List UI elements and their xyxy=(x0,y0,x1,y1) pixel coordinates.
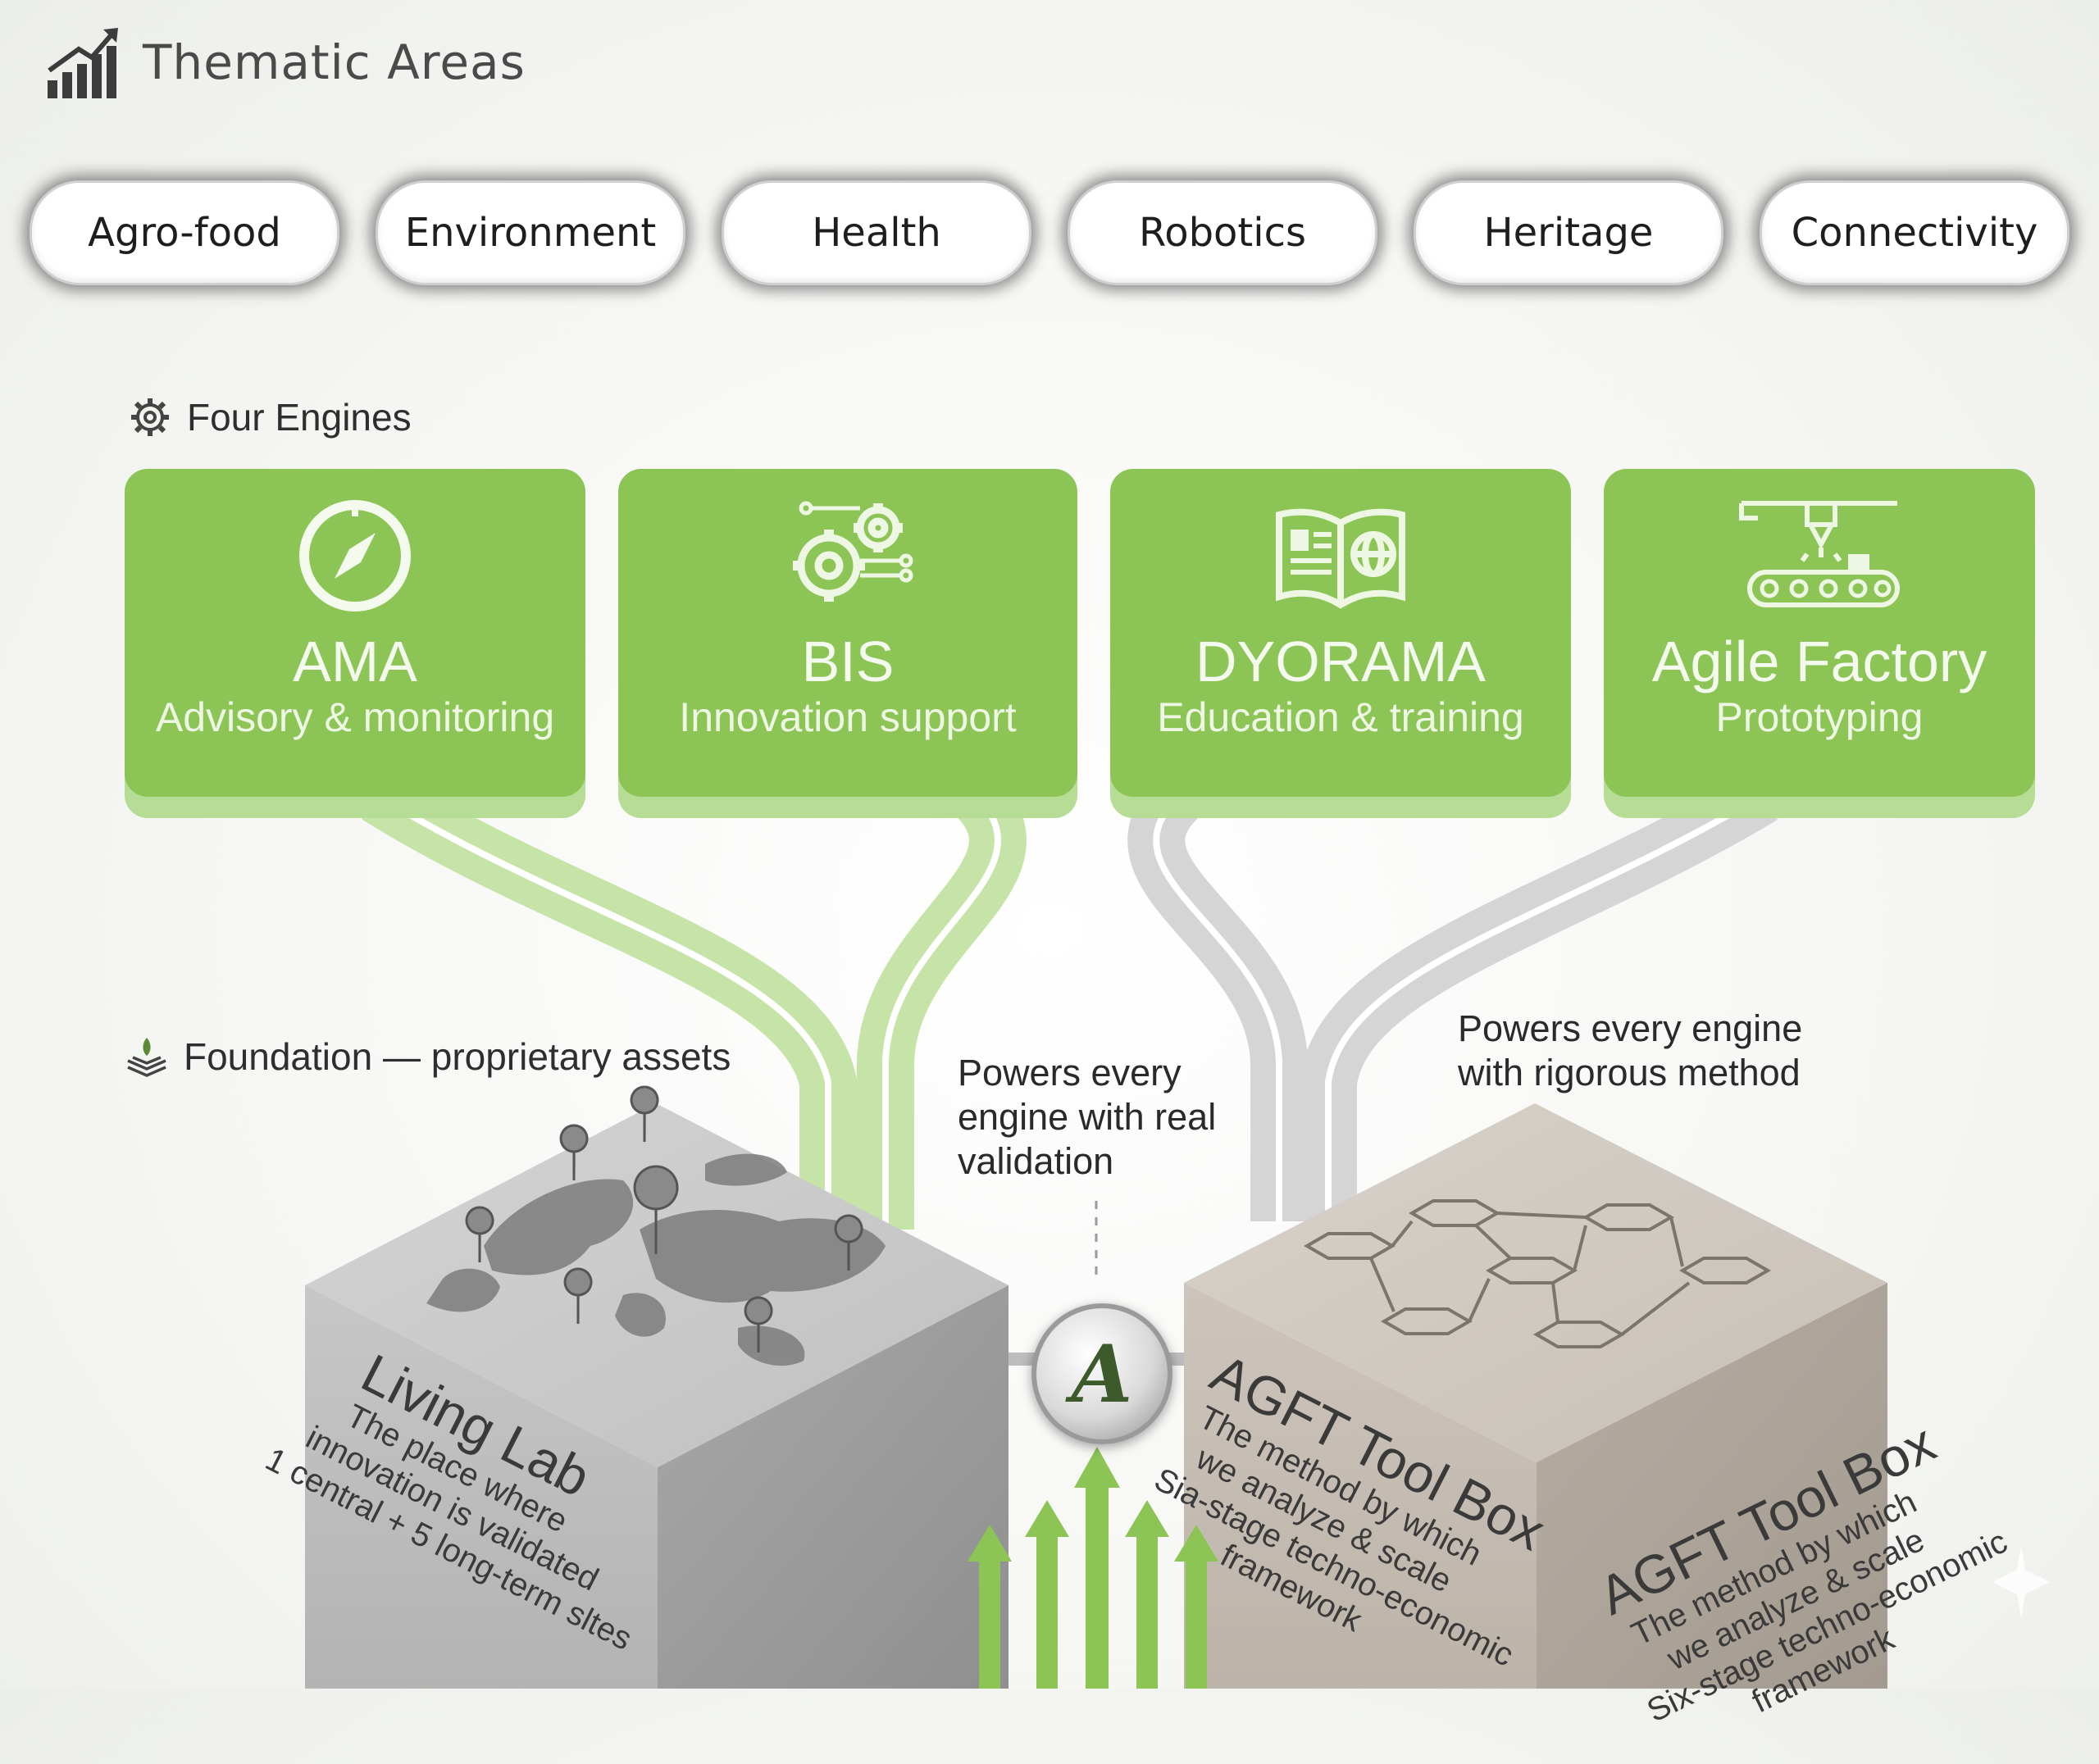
gears-network-icon xyxy=(793,501,913,602)
gear-icon xyxy=(131,398,169,436)
engine-card-dyorama[interactable]: DYORAMA Education & training xyxy=(1110,469,1571,797)
engine-name: Agile Factory xyxy=(1651,630,1987,693)
engine-name: AMA xyxy=(293,630,417,693)
engine-flow-ribbons xyxy=(362,770,1778,1279)
pill-connectivity[interactable]: Connectivity xyxy=(1760,180,2069,285)
thematic-areas-bar: Agro-food Environment Health Robotics He… xyxy=(30,180,2071,285)
page-title: Thematic Areas xyxy=(143,34,526,90)
pill-heritage[interactable]: Heritage xyxy=(1414,180,1723,285)
toolbox-caption: Powers every engine with rigorous method xyxy=(1458,1007,1803,1093)
foundation-cubes xyxy=(305,1085,1887,1689)
engine-name: BIS xyxy=(801,630,895,693)
four-engines-text: Four Engines xyxy=(187,396,412,439)
pill-robotics[interactable]: Robotics xyxy=(1068,180,1377,285)
engine-subtitle: Innovation support xyxy=(679,694,1017,740)
conveyor-printer-icon xyxy=(1739,501,1900,607)
pill-environment[interactable]: Environment xyxy=(376,180,685,285)
engine-subtitle: Prototyping xyxy=(1715,694,1924,740)
engine-card-bis[interactable]: BIS Innovation support xyxy=(618,469,1077,797)
badge-letter: A xyxy=(1071,1327,1133,1421)
engine-subtitle: Education & training xyxy=(1157,694,1524,740)
pill-health[interactable]: Health xyxy=(722,180,1031,285)
compass-icon xyxy=(299,500,411,611)
header: Thematic Areas xyxy=(46,25,526,100)
living-lab-caption: Powers every engine with real validation xyxy=(958,1052,1217,1182)
engine-card-ama[interactable]: AMA Advisory & monitoring xyxy=(125,469,585,797)
agft-logo-badge: A xyxy=(1031,1303,1172,1444)
foundation-text: Foundation — proprietary assets xyxy=(184,1035,731,1078)
engine-subtitle: Advisory & monitoring xyxy=(155,694,555,740)
bar-chart-growth-icon xyxy=(48,28,118,98)
engine-card-agile-factory[interactable]: Agile Factory Prototyping xyxy=(1604,469,2035,797)
four-engines-label: Four Engines xyxy=(128,395,412,439)
pill-agro-food[interactable]: Agro-food xyxy=(30,180,339,285)
layers-leaf-icon xyxy=(127,1038,166,1077)
engine-name: DYORAMA xyxy=(1195,630,1486,693)
open-book-globe-icon xyxy=(1276,508,1405,609)
foundation-label: Foundation — proprietary assets xyxy=(125,1034,731,1079)
